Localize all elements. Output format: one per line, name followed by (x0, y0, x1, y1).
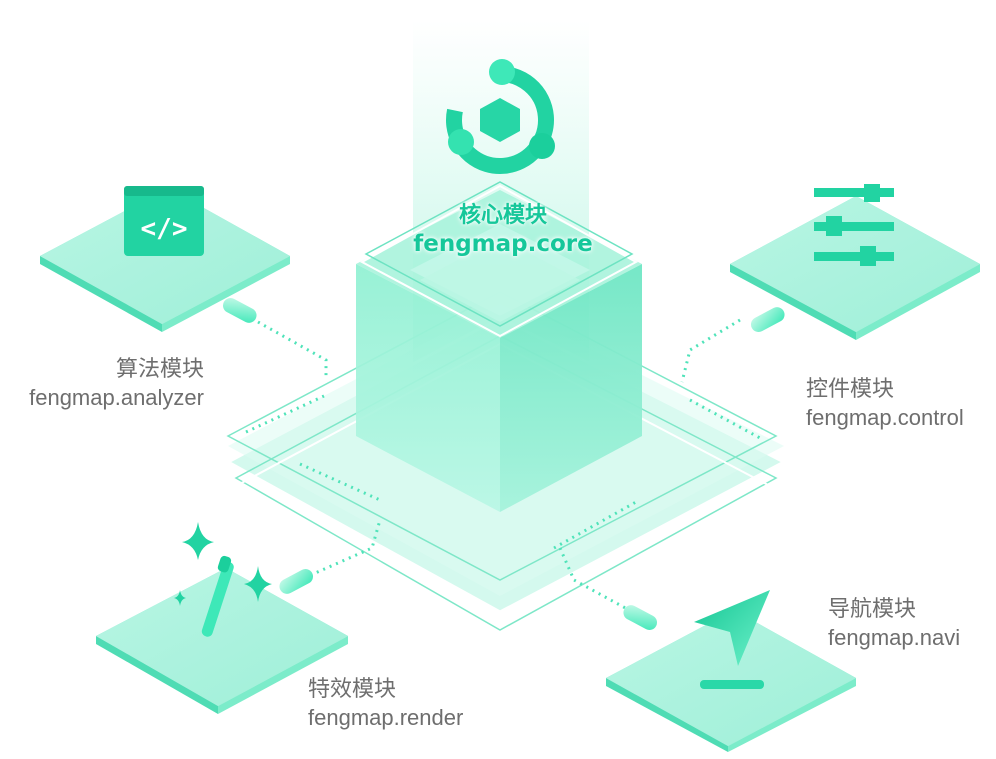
module-package-analyzer: fengmap.analyzer (29, 384, 204, 410)
plate-render (96, 568, 348, 714)
module-name-core: 核心模块 (458, 203, 547, 228)
core-plates (359, 181, 639, 338)
connectors (245, 318, 761, 618)
module-label-core: 核心模块 fengmap.core (400, 202, 606, 258)
module-name-control: 控件模块 (806, 377, 895, 402)
navigation-arrow-icon (694, 590, 770, 689)
hub-cycle-icon (446, 59, 555, 174)
module-label-analyzer: 算法模块 fengmap.analyzer (0, 356, 204, 411)
sliders-icon (814, 184, 894, 266)
module-name-analyzer: 算法模块 (115, 357, 204, 382)
svg-text:</>: </> (141, 214, 188, 244)
plate-control (730, 196, 980, 340)
magic-wand-icon (174, 522, 272, 637)
code-window-icon: </> (124, 186, 204, 256)
connector-capsules (222, 298, 785, 630)
module-label-navi: 导航模块 fengmap.navi (828, 596, 994, 651)
module-label-control: 控件模块 fengmap.control (806, 376, 996, 431)
module-package-control: fengmap.control (806, 404, 964, 430)
module-name-navi: 导航模块 (828, 597, 917, 622)
module-package-render: fengmap.render (308, 704, 464, 730)
module-name-render: 特效模块 (308, 677, 397, 702)
module-label-render: 特效模块 fengmap.render (308, 676, 508, 731)
plate-navi (606, 610, 856, 752)
module-package-core: fengmap.core (413, 230, 593, 257)
module-package-navi: fengmap.navi (828, 624, 961, 650)
